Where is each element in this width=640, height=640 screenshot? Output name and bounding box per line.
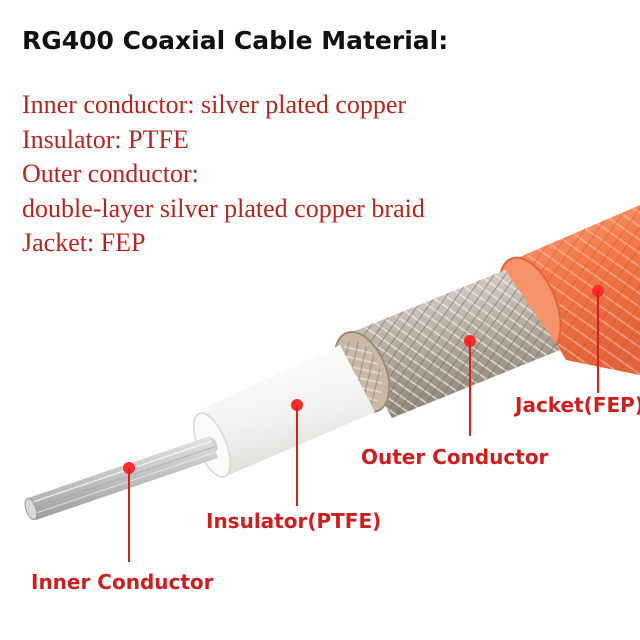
insulator-section bbox=[193, 345, 375, 478]
insulator-label: Insulator(PTFE) bbox=[206, 509, 381, 533]
jacket-label: Jacket(FEP) bbox=[513, 393, 640, 417]
outer-conductor-label: Outer Conductor bbox=[361, 445, 549, 469]
spec-outer-conductor-detail: double-layer silver plated copper braid bbox=[22, 193, 425, 223]
spec-inner-conductor: Inner conductor: silver plated copper bbox=[22, 90, 407, 119]
inner-conductor-label: Inner Conductor bbox=[31, 570, 214, 594]
outer-conductor-callout: Outer Conductor bbox=[361, 335, 549, 469]
insulator-callout: Insulator(PTFE) bbox=[206, 399, 381, 533]
material-spec-list: Inner conductor: silver plated copper In… bbox=[22, 88, 425, 261]
spec-outer-conductor: Outer conductor: bbox=[22, 159, 199, 188]
diagram-title: RG400 Coaxial Cable Material: bbox=[22, 26, 449, 55]
spec-jacket: Jacket: FEP bbox=[22, 228, 146, 257]
spec-insulator: Insulator: PTFE bbox=[22, 124, 189, 154]
inner-conductor-section bbox=[24, 436, 218, 521]
jacket-callout: Jacket(FEP) bbox=[513, 285, 640, 417]
inner-conductor-callout: Inner Conductor bbox=[31, 462, 214, 594]
